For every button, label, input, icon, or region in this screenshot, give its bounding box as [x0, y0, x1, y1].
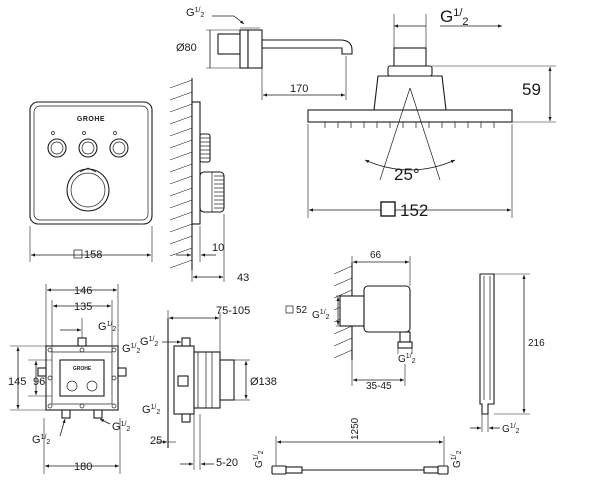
rough-in-bottom-right-thread-label: G1/2 [112, 421, 130, 433]
spout-projection-label: 170 [290, 83, 308, 95]
head-thread-label: G1/2 [440, 7, 469, 28]
outlet-width-label: 66 [370, 250, 382, 261]
panel-depth-label: 10 [212, 242, 224, 254]
rough-in-side-bottom-thread-label: G1/2 [142, 404, 160, 416]
rough-in-depth-range-label: 75-105 [216, 305, 250, 317]
hose-thread-right-label: G1/2 [451, 450, 463, 468]
rough-in-brand: GROHE [73, 366, 92, 372]
rough-in-front: GROHE 146 135 G1/2 G1/2 145 [8, 284, 140, 474]
rough-in-w135-label: 135 [74, 301, 92, 313]
outlet-thread-bottom-label: G1/2 [398, 353, 416, 365]
rough-in-right-thread-label: G1/2 [122, 343, 140, 355]
hand-shower-length-label: 216 [528, 338, 545, 349]
spout-diameter-label: Ø80 [176, 42, 197, 54]
panel-wall-label: 43 [237, 272, 249, 284]
rough-in-w180-label: 180 [74, 461, 92, 473]
spray-angle-label: 25° [394, 165, 420, 184]
rough-in-top-thread-label: G1/2 [98, 321, 116, 333]
wall-outlet: 66 52 G1/2 G1/2 35-45 [285, 250, 416, 392]
outlet-square-label: 52 [296, 305, 308, 316]
tub-spout: G1/2 170 Ø80 [176, 7, 353, 100]
thermostat-panel-side: 10 43 [169, 78, 249, 284]
rough-in-w146-label: 146 [74, 285, 92, 297]
hand-shower: 216 G1/2 [470, 273, 545, 435]
rough-in-side: 75-105 G1/2 Ø138 G1/2 25 5-20 [140, 305, 277, 470]
outlet-projection-label: 35-45 [366, 381, 392, 392]
hose-length-label: 1250 [350, 417, 361, 440]
outlet-thread-left-label: G1/2 [312, 309, 330, 321]
rough-in-bottom-left-thread-label: G1/2 [32, 434, 50, 446]
rough-in-h96-label: 96 [33, 376, 45, 388]
rough-in-side-diameter-label: Ø138 [250, 376, 277, 388]
rough-in-h145-label: 145 [8, 376, 26, 388]
thermostat-panel-front: GROHE 158 [29, 101, 153, 262]
brand-logo: GROHE [77, 116, 105, 123]
shower-hose: 1250 G1/2 G1/2 [253, 417, 463, 475]
panel-width-label: 158 [84, 249, 102, 261]
head-shower: G1/2 59 25° 152 [307, 7, 556, 220]
head-height-label: 59 [522, 80, 541, 99]
hand-shower-thread-label: G1/2 [502, 423, 520, 435]
rough-in-side-25-label: 25 [150, 435, 162, 447]
spout-thread-label: G1/2 [186, 7, 204, 19]
hose-thread-left-label: G1/2 [253, 450, 265, 468]
rough-in-side-range-label: 5-20 [216, 457, 238, 469]
head-size-label: 152 [400, 201, 428, 220]
rough-in-side-top-thread-label: G1/2 [140, 336, 158, 348]
